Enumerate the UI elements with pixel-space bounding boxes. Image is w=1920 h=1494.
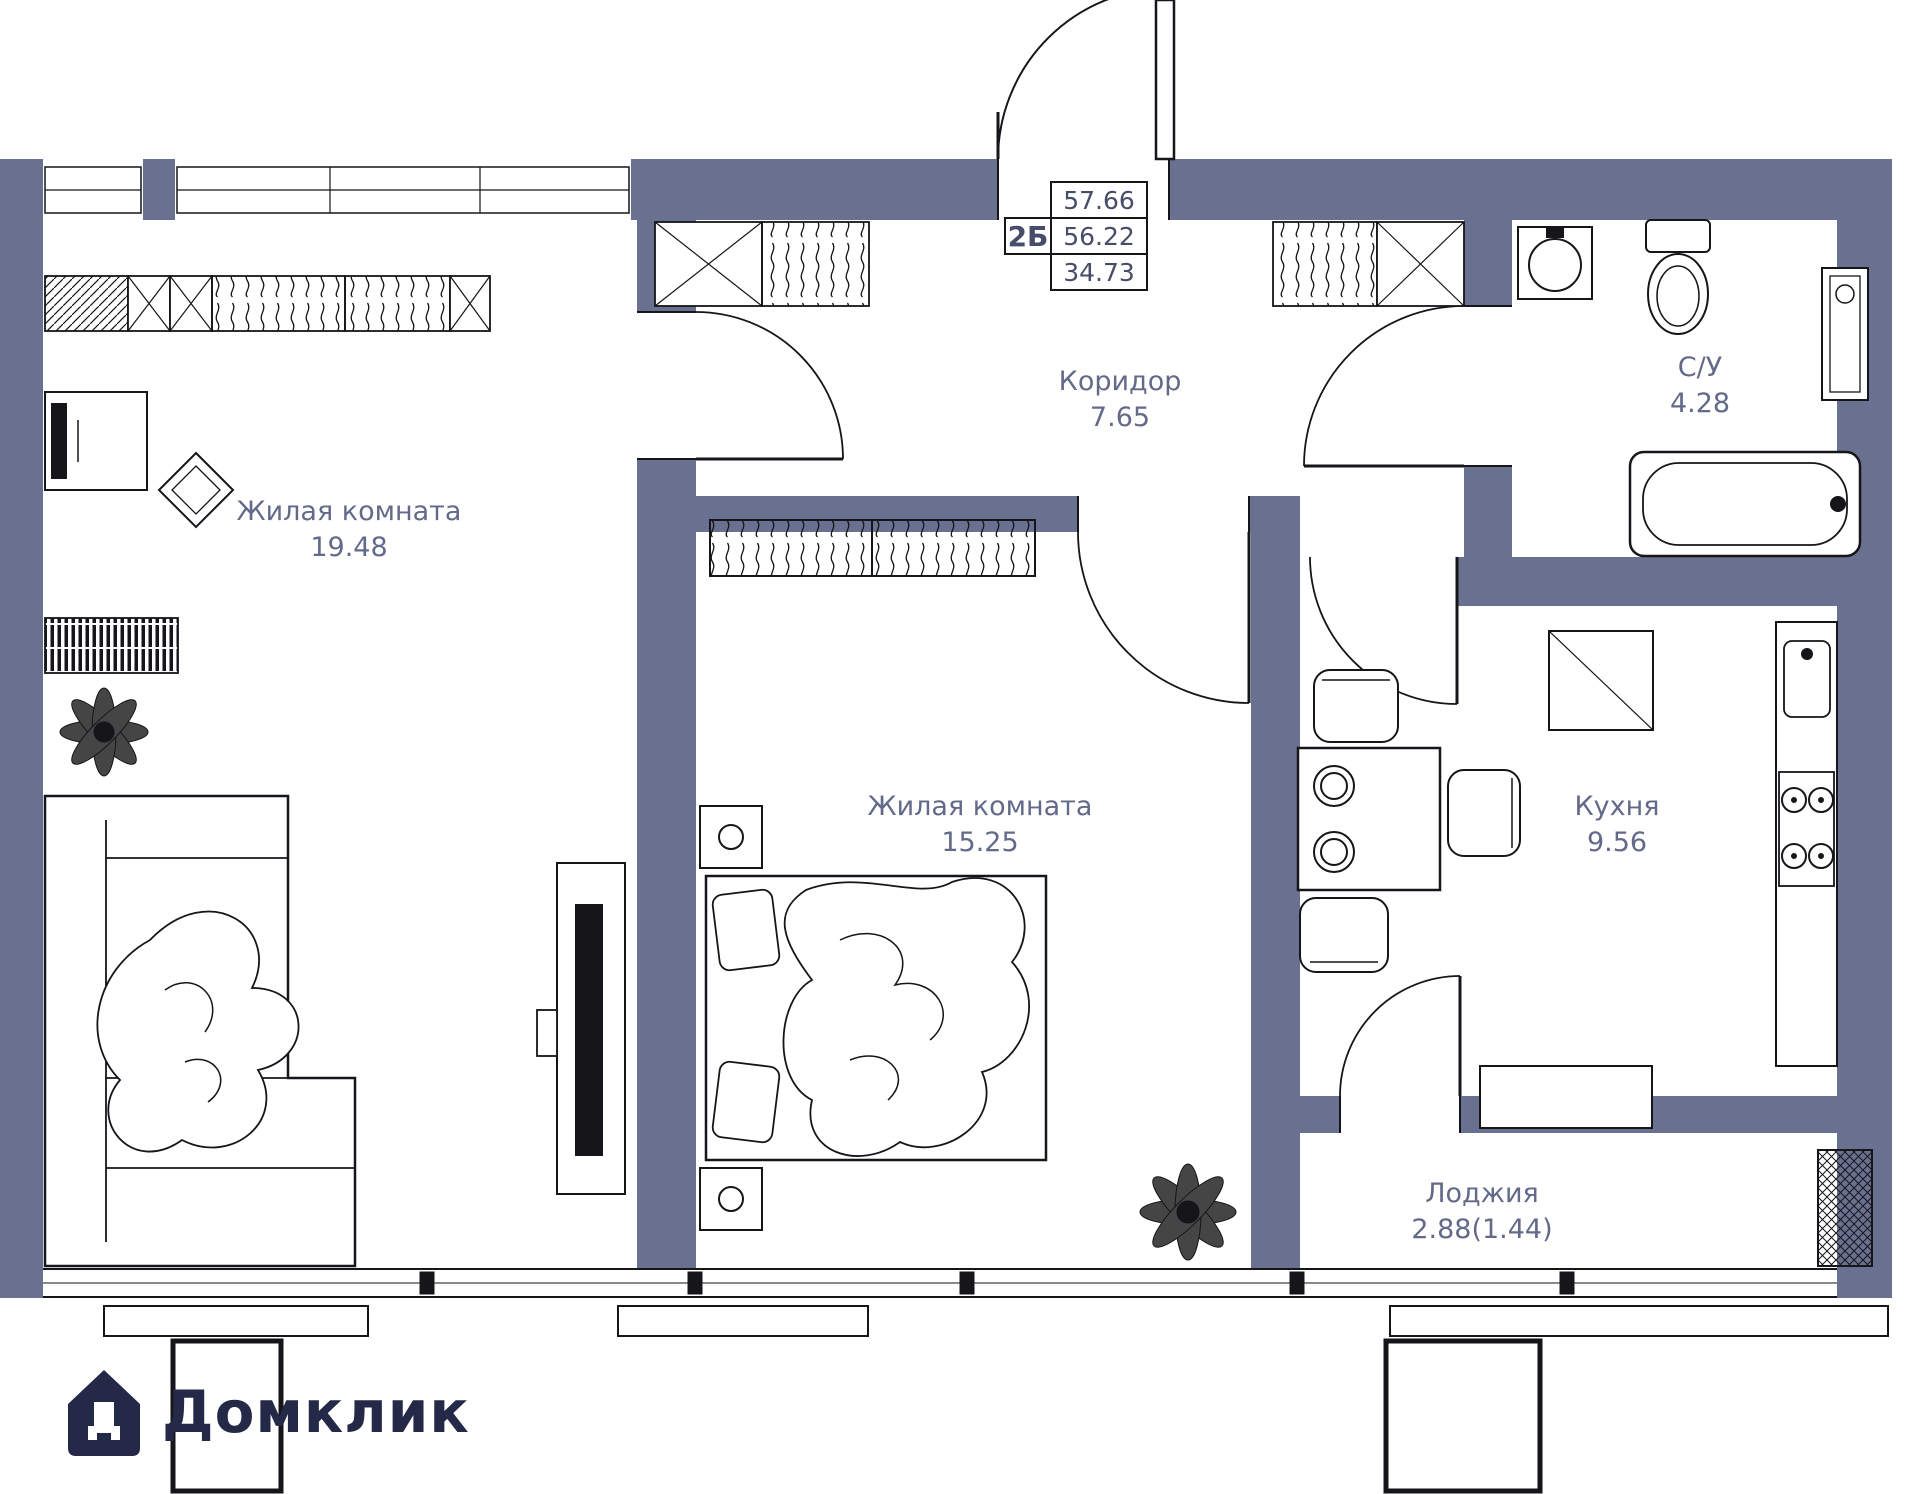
door-kitchen xyxy=(1309,556,1459,705)
water-heater xyxy=(1821,267,1869,401)
plant-room1 xyxy=(59,687,149,777)
blanket xyxy=(782,877,1030,1157)
window-band-detail xyxy=(43,1271,1837,1295)
exterior-stubs xyxy=(170,1338,1543,1494)
room-area: 15.25 xyxy=(941,827,1019,858)
loggia-bench xyxy=(1479,1065,1653,1129)
nightstand xyxy=(699,805,763,1231)
room-area: 2.88(1.44) xyxy=(1411,1214,1553,1245)
area-values: 57.66 56.22 34.73 xyxy=(1050,181,1148,291)
door-loggia xyxy=(1339,975,1462,1097)
toilet xyxy=(1645,219,1711,335)
brand-name: Домклик xyxy=(162,1378,470,1446)
desk-chair xyxy=(157,451,235,529)
bed xyxy=(704,874,1048,1162)
tv-console xyxy=(536,862,626,1195)
bookshelf xyxy=(44,617,179,674)
label-kitchen: Кухня 9.56 xyxy=(1574,789,1659,861)
kitchen-counter xyxy=(1775,621,1838,1067)
room-area: 19.48 xyxy=(310,532,388,563)
area-value-reduced: 56.22 xyxy=(1050,217,1148,255)
plant-room2 xyxy=(1139,1163,1237,1261)
kitchen-sink xyxy=(1783,640,1831,718)
window-top-left xyxy=(44,166,630,214)
room-name: Лоджия xyxy=(1425,1178,1539,1209)
kitchen-cabinet xyxy=(1548,630,1654,731)
blanket xyxy=(96,910,300,1153)
exterior-sills xyxy=(103,1305,1889,1337)
label-corridor: Коридор 7.65 xyxy=(1059,364,1182,436)
wall-segment xyxy=(0,159,43,1298)
entrance-door xyxy=(996,0,1176,220)
bath-sink xyxy=(1517,226,1593,300)
wardrobe-corridor-right xyxy=(1272,221,1465,307)
area-value-total: 57.66 xyxy=(1050,181,1148,219)
door-opening xyxy=(1340,1096,1460,1133)
door-room1 xyxy=(695,311,844,461)
room-name: Жилая комната xyxy=(867,791,1093,822)
door-room2 xyxy=(1077,531,1251,704)
room-area: 4.28 xyxy=(1669,388,1731,419)
area-value-living: 34.73 xyxy=(1050,253,1148,291)
door-jambs xyxy=(637,305,1512,1133)
wardrobe-room2 xyxy=(709,519,1036,577)
stove xyxy=(1778,771,1835,887)
wardrobe-room1 xyxy=(44,275,491,332)
dining-chairs xyxy=(1299,669,1521,973)
label-loggia: Лоджия 2.88(1.44) xyxy=(1411,1176,1552,1248)
label-room2: Жилая комната 15.25 xyxy=(868,789,1093,861)
wardrobe-corridor-left xyxy=(654,221,870,307)
sofa xyxy=(43,794,357,1268)
wall-segment xyxy=(1251,496,1300,1268)
dining-table xyxy=(1296,746,1442,892)
desk xyxy=(44,391,148,491)
door-opening xyxy=(1464,306,1512,466)
bathtub xyxy=(1628,450,1862,558)
unit-type: 2Б xyxy=(1004,217,1052,255)
room-name: Кухня xyxy=(1574,791,1660,822)
title-block: 2Б 57.66 56.22 34.73 xyxy=(1004,181,1148,291)
loggia-radiator xyxy=(1817,1149,1873,1267)
brand-logo: Домклик xyxy=(62,1364,470,1460)
label-bathroom: С/У 4.28 xyxy=(1670,350,1730,422)
room-area: 9.56 xyxy=(1586,827,1648,858)
wall-segment xyxy=(1457,557,1892,606)
door-bathroom xyxy=(1303,305,1465,468)
label-room1: Жилая комната 19.48 xyxy=(237,494,462,566)
room-area: 7.65 xyxy=(1089,402,1151,433)
door-opening xyxy=(637,312,696,459)
room-name: С/У xyxy=(1677,352,1723,383)
domclick-house-icon xyxy=(68,1370,140,1456)
room-name: Коридор xyxy=(1058,366,1182,397)
room-name: Жилая комната xyxy=(236,496,462,527)
